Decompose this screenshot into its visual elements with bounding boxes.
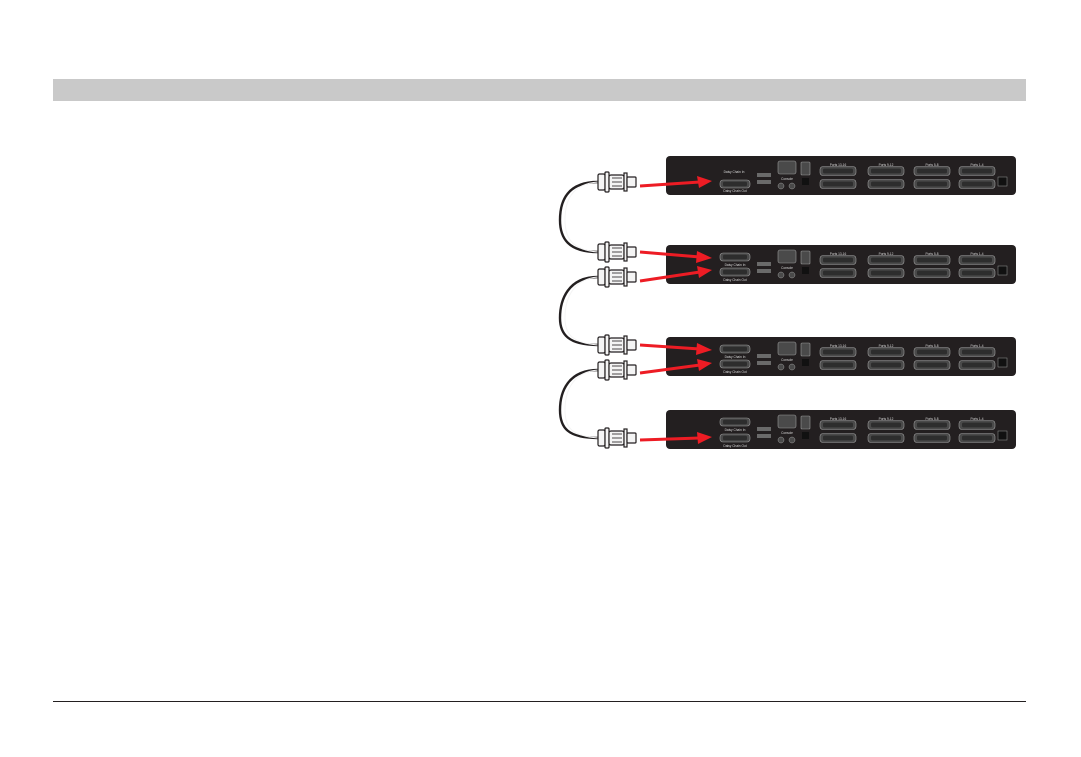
ports-label-2c: Ports 5-8 (926, 252, 939, 256)
ports-label-2d: Ports 1-4 (971, 252, 984, 256)
vga-connector-5 (597, 359, 637, 381)
daisy-out-label-4: Daisy Chain Out (723, 444, 746, 448)
daisy-chain-out-port-4 (719, 433, 751, 443)
vga-connectors (597, 171, 637, 449)
console-label-2: Console (781, 266, 793, 270)
ports-label-1c: Ports 5-8 (926, 163, 939, 167)
daisy-in-label-1: Daisy Chain In (724, 170, 745, 174)
kvm-unit-2: Daisy Chain In Daisy Chain Out Console P… (666, 245, 1016, 284)
kvm-unit-3: Daisy Chain In Daisy Chain Out Console P… (666, 337, 1016, 376)
daisy-in-label-3: Daisy Chain In (725, 355, 746, 359)
ports-label-3d: Ports 1-4 (971, 344, 984, 348)
ports-label-3a: Ports 13-16 (830, 344, 847, 348)
ports-label-1b: Ports 9-12 (879, 163, 894, 167)
daisy-chain-in-port-4 (719, 417, 751, 427)
ports-label-3c: Ports 5-8 (926, 344, 939, 348)
daisy-chain-out-port-3 (719, 359, 751, 369)
daisy-out-label-1: Daisy Chain Out (723, 189, 746, 193)
ports-label-4c: Ports 5-8 (926, 417, 939, 421)
daisy-chain-in-port-3 (719, 344, 751, 354)
ports-label-1a: Ports 13-16 (830, 163, 847, 167)
vga-connector-4 (597, 334, 637, 356)
daisy-chain-out-port-1 (719, 179, 751, 189)
daisy-in-label-2: Daisy Chain In (725, 263, 746, 267)
console-label-3: Console (781, 358, 793, 362)
connection-arrows (639, 176, 712, 444)
vga-connector-1 (597, 171, 637, 193)
vga-connector-6 (597, 427, 637, 449)
header-bar (53, 79, 1026, 101)
daisy-out-label-2: Daisy Chain Out (723, 278, 746, 282)
kvm-unit-4: Daisy Chain In Daisy Chain Out Console P… (666, 410, 1016, 449)
daisy-chain-in-port-2 (719, 252, 751, 262)
console-label-1: Console (781, 177, 793, 181)
ports-label-1d: Ports 1-4 (971, 163, 984, 167)
ports-label-2b: Ports 9-12 (879, 252, 894, 256)
vga-connector-3 (597, 266, 637, 288)
kvm-unit-1: Daisy Chain In Daisy Chain Out Console P… (666, 156, 1016, 195)
footer-rule (53, 701, 1026, 702)
daisy-out-label-3: Daisy Chain Out (723, 370, 746, 374)
ports-label-3b: Ports 9-12 (879, 344, 894, 348)
ports-label-4d: Ports 1-4 (971, 417, 984, 421)
daisy-chain-out-port-2 (719, 267, 751, 277)
daisy-chain-cables (558, 180, 599, 440)
vga-connector-2 (597, 241, 637, 263)
ports-label-4b: Ports 9-12 (879, 417, 894, 421)
daisy-in-label-4: Daisy Chain In (725, 428, 746, 432)
ports-label-2a: Ports 13-16 (830, 252, 847, 256)
ports-label-4a: Ports 13-16 (830, 417, 847, 421)
console-label-4: Console (781, 431, 793, 435)
